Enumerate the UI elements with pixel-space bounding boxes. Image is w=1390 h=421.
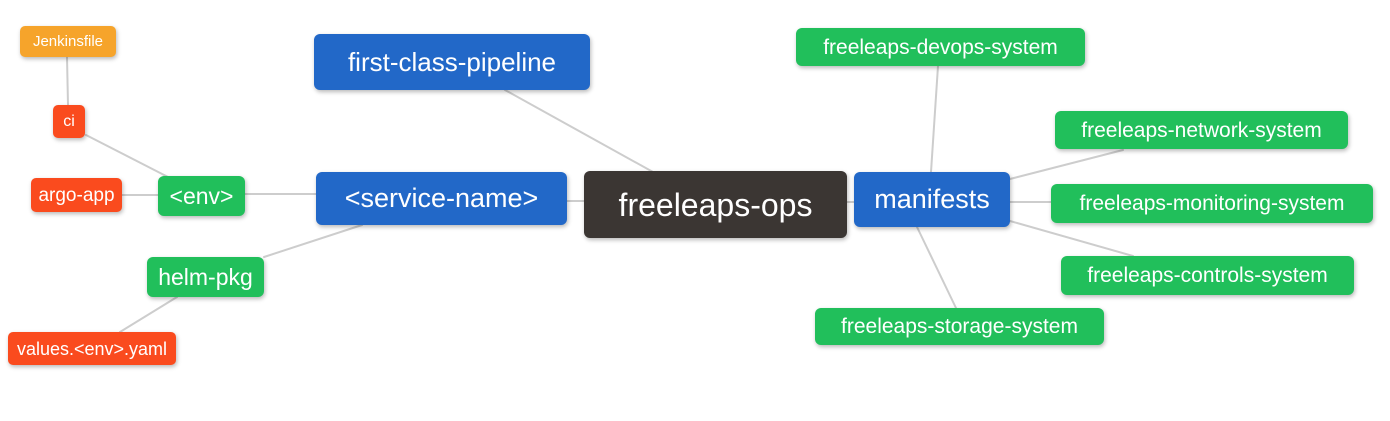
node-service-name-label: <service-name> <box>344 183 539 213</box>
node-freeleaps-network-system[interactable]: freeleaps-network-system <box>1055 111 1348 149</box>
node-jenkinsfile[interactable]: Jenkinsfile <box>20 26 116 57</box>
node-freeleaps-network-system-label: freeleaps-network-system <box>1081 118 1322 142</box>
node-values-env-yaml[interactable]: values.<env>.yaml <box>8 332 176 365</box>
node-freeleaps-storage-system-label: freeleaps-storage-system <box>841 315 1078 338</box>
node-first-class-pipeline[interactable]: first-class-pipeline <box>314 34 590 90</box>
edge-service-name-helm-pkg <box>263 224 363 258</box>
node-freeleaps-devops-system[interactable]: freeleaps-devops-system <box>796 28 1085 66</box>
node-manifests-label: manifests <box>874 184 990 214</box>
node-helm-pkg-label: helm-pkg <box>158 263 253 290</box>
node-freeleaps-controls-system[interactable]: freeleaps-controls-system <box>1061 256 1354 295</box>
node-freeleaps-ops-label: freeleaps-ops <box>618 186 813 223</box>
node-service-name[interactable]: <service-name> <box>316 172 567 225</box>
node-freeleaps-controls-system-label: freeleaps-controls-system <box>1087 264 1328 287</box>
node-freeleaps-ops-root[interactable]: freeleaps-ops <box>584 171 847 238</box>
node-argo-app-label: argo-app <box>38 184 115 206</box>
edge-manifests-controls <box>1009 220 1134 257</box>
node-values-env-yaml-label: values.<env>.yaml <box>16 338 168 359</box>
node-helm-pkg[interactable]: helm-pkg <box>147 257 264 297</box>
node-freeleaps-monitoring-system-label: freeleaps-monitoring-system <box>1079 192 1345 215</box>
node-ci-label: ci <box>63 112 75 130</box>
edge-helm-pkg-values <box>119 296 178 333</box>
edge-manifests-storage <box>916 226 957 309</box>
edge-jenkinsfile-ci <box>66 56 69 106</box>
node-manifests[interactable]: manifests <box>854 172 1010 227</box>
node-first-class-pipeline-label: first-class-pipeline <box>347 47 557 77</box>
node-argo-app[interactable]: argo-app <box>31 178 122 212</box>
edge-pipeline-root <box>504 89 654 173</box>
edge-manifests-devops <box>930 65 939 173</box>
node-env[interactable]: <env> <box>158 176 245 216</box>
node-freeleaps-monitoring-system[interactable]: freeleaps-monitoring-system <box>1051 184 1373 223</box>
node-jenkinsfile-label: Jenkinsfile <box>32 33 104 50</box>
node-freeleaps-devops-system-label: freeleaps-devops-system <box>823 35 1058 59</box>
node-ci[interactable]: ci <box>53 105 85 138</box>
edge-manifests-network <box>1009 149 1124 180</box>
node-freeleaps-storage-system[interactable]: freeleaps-storage-system <box>815 308 1104 345</box>
node-env-label: <env> <box>169 182 234 209</box>
edge-ci-env <box>85 134 169 178</box>
